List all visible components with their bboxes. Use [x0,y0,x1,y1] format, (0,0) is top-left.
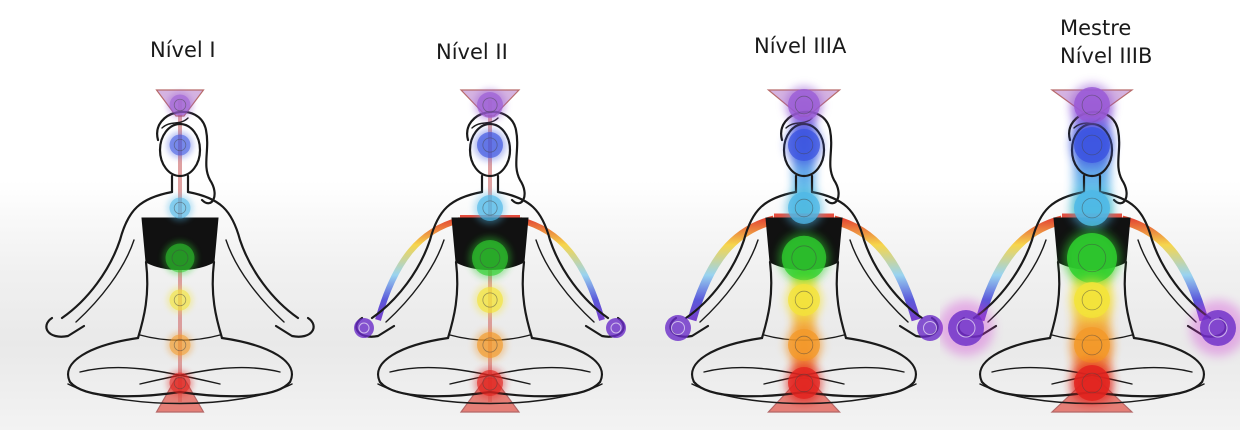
left-arm-channel [692,220,774,320]
chakra-crown [788,89,820,121]
chakra-throat [1074,190,1110,226]
torso-right [213,262,222,338]
right-arm-channel [520,220,602,320]
chakra-crown [1074,87,1110,123]
meditating-figure [940,0,1240,430]
torso-right [1125,262,1134,338]
chakra-sacral [477,332,503,358]
left-palm-chakra [665,315,691,341]
chakra-heart [782,236,826,280]
meditating-figure [652,0,952,430]
left-arm-inner [76,240,134,322]
chakra-root [477,370,503,396]
panel-level-3a: Nível IIIA [652,0,952,430]
torso-left [762,262,771,338]
meditating-figure [338,0,638,430]
panel-level-3b-master: Mestre Nível IIIB [940,0,1240,430]
right-arm-channel [834,220,916,320]
torso-left [1050,262,1059,338]
chakra-sacral [788,329,820,361]
torso-right [523,262,532,338]
chakra-third-eye [788,129,820,161]
panel-level-1: Nível I [28,0,328,430]
chakra-heart [166,244,195,273]
right-arm-channel [1122,220,1204,320]
chakra-sacral [1074,327,1110,363]
left-palm-chakra [354,318,374,338]
panel-level-2: Nível II [338,0,638,430]
chakra-third-eye [477,132,503,158]
chakra-heart [472,240,508,276]
right-palm-chakra [606,318,626,338]
chakra-heart [1067,233,1117,283]
left-hand [46,318,84,337]
chakra-crown [477,92,503,118]
chakra-third-eye [1074,127,1110,163]
chakra-solar-plexus [1074,282,1110,318]
chakra-third-eye [170,135,191,156]
chakra-throat [477,195,503,221]
chakra-root [170,373,191,394]
chakra-root [788,367,820,399]
chakra-root [1074,365,1110,401]
right-palm-chakra [1200,310,1236,346]
hair-curl [162,118,188,128]
chakra-solar-plexus [788,284,820,316]
torso-left [448,262,457,338]
torso-left [138,262,147,338]
chakra-crown [170,95,191,116]
chakra-solar-plexus [170,290,191,311]
left-palm-chakra [948,310,984,346]
meditating-figure [28,0,328,430]
chakra-throat [170,198,191,219]
right-arm-inner [226,240,284,322]
left-arm-channel [980,220,1062,320]
torso-right [837,262,846,338]
left-arm-channel [378,220,460,320]
chakra-solar-plexus [477,287,503,313]
chakra-sacral [170,335,191,356]
chakra-throat [788,192,820,224]
right-hand [276,318,314,337]
